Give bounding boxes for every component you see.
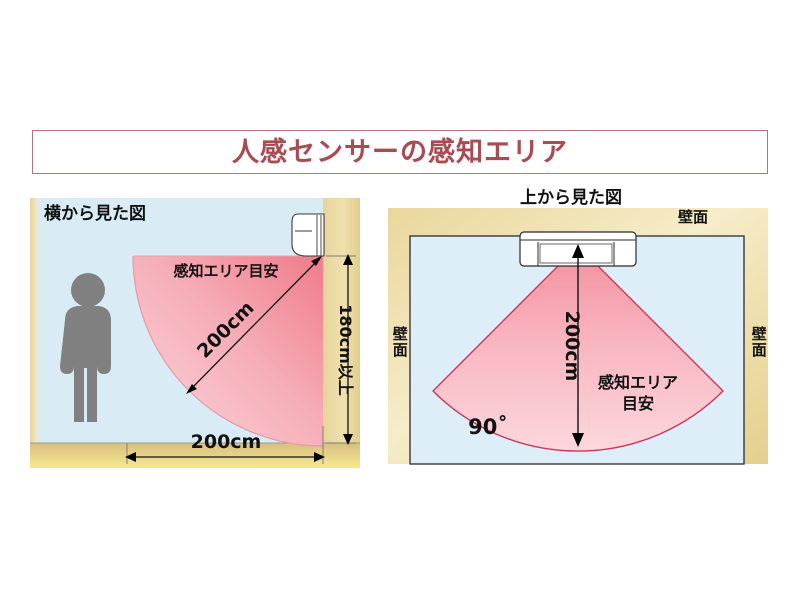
person-body bbox=[60, 306, 111, 422]
arrow-head-upper bbox=[311, 256, 322, 266]
wall-label-top: 壁面 bbox=[678, 210, 708, 225]
diagonal-dimension bbox=[186, 256, 322, 394]
detection-area-label-line1: 感知エリア bbox=[598, 373, 678, 392]
mount-height-label: 180cm以上 bbox=[336, 304, 355, 396]
floor-dimension bbox=[125, 426, 325, 464]
person-figure bbox=[60, 273, 111, 422]
wall-label-right-text: 壁面 bbox=[749, 326, 768, 358]
angle-label: 90˚ bbox=[468, 415, 508, 439]
top-distance-dimension bbox=[572, 244, 584, 447]
sensor-body bbox=[291, 213, 325, 257]
arrow-head-lower bbox=[186, 384, 197, 394]
floor-distance-label: 200cm bbox=[191, 431, 262, 453]
sensor-device bbox=[291, 213, 325, 257]
top-distance-label: 200cm bbox=[561, 311, 583, 382]
title-banner: 人感センサーの感知エリア bbox=[32, 130, 768, 174]
floor bbox=[30, 443, 360, 468]
side-view-heading: 横から見た図 bbox=[44, 204, 146, 224]
wall-label-left: 壁面 bbox=[390, 326, 409, 358]
top-view-heading: 上から見た図 bbox=[520, 188, 622, 208]
right-wall bbox=[323, 198, 360, 443]
wall-label-top-text: 壁面 bbox=[678, 208, 709, 226]
top-view-panel: 200cm 90˚ 感知エリア 目安 壁面 壁面 壁面 bbox=[388, 198, 768, 468]
height-dimension bbox=[326, 254, 356, 445]
left-wall-strip bbox=[30, 198, 37, 443]
page-title: 人感センサーの感知エリア bbox=[232, 136, 568, 168]
person-head bbox=[71, 273, 105, 307]
wall-label-right: 壁面 bbox=[749, 326, 768, 358]
detection-area-label-line2: 目安 bbox=[622, 394, 654, 413]
side-view-panel: 200cm 感知エリア目安 200cm 180cm以上 bbox=[30, 198, 360, 468]
detection-area-label: 感知エリア目安 bbox=[173, 262, 278, 280]
wall-label-left-text: 壁面 bbox=[390, 326, 409, 358]
